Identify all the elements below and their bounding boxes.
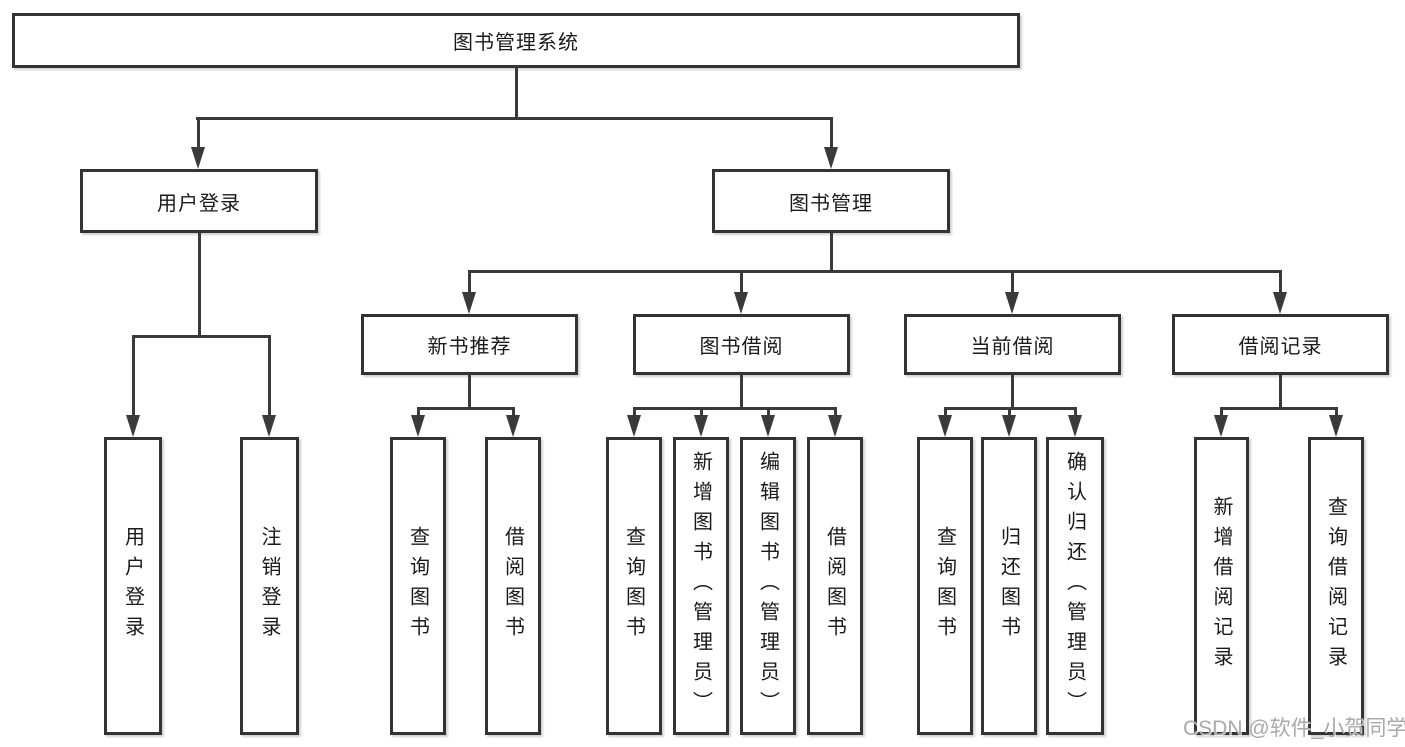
arrow-down-icon bbox=[734, 292, 748, 314]
connector-groupB-hline bbox=[633, 407, 837, 410]
connector-userlogin-stem-1 bbox=[132, 335, 135, 417]
connector-groupD-hline bbox=[1220, 407, 1338, 410]
arrow-down-icon bbox=[462, 292, 476, 314]
connector-root-stem-left bbox=[197, 117, 200, 149]
leaf-logout: 注销登录 bbox=[240, 437, 299, 735]
connector-groupC-stem-1 bbox=[944, 407, 947, 417]
connector-bookmgmt-stem-1 bbox=[468, 270, 471, 294]
node-user-login: 用户登录 bbox=[80, 169, 318, 233]
node-book-borrow: 图书借阅 bbox=[633, 314, 850, 375]
arrow-down-icon bbox=[938, 415, 952, 437]
connector-groupB-stem-3 bbox=[767, 407, 770, 417]
connector-groupC-stem-2 bbox=[1008, 407, 1011, 417]
connector-groupA-stem-1 bbox=[417, 407, 420, 417]
connector-groupB-vline bbox=[740, 375, 743, 409]
connector-userlogin-stem-2 bbox=[268, 335, 271, 417]
arrow-down-icon bbox=[1068, 415, 1082, 437]
connector-groupA-hline bbox=[417, 407, 515, 410]
connector-bookmgmt-stem-2 bbox=[740, 270, 743, 294]
leaf-return-books: 归还图书 bbox=[981, 437, 1037, 735]
arrow-down-icon bbox=[1214, 415, 1228, 437]
node-library-management-system: 图书管理系统 bbox=[12, 13, 1020, 68]
connector-bookmgmt-hline bbox=[468, 270, 1282, 273]
connector-bookmgmt-stem-4 bbox=[1279, 270, 1282, 294]
connector-groupB-stem-4 bbox=[834, 407, 837, 417]
leaf-add-books-admin: 新增图书（管理员） bbox=[673, 437, 729, 735]
connector-groupD-stem-1 bbox=[1220, 407, 1223, 417]
connector-groupB-stem-1 bbox=[633, 407, 636, 417]
connector-root-vline bbox=[515, 68, 518, 119]
connector-groupD-vline bbox=[1279, 375, 1282, 409]
leaf-add-borrow-record: 新增借阅记录 bbox=[1194, 437, 1249, 735]
arrow-down-icon bbox=[1273, 292, 1287, 314]
connector-groupA-vline bbox=[468, 375, 471, 409]
connector-groupD-stem-2 bbox=[1335, 407, 1338, 417]
leaf-query-books-recommend: 查询图书 bbox=[390, 437, 446, 735]
connector-root-stem-right bbox=[830, 117, 833, 149]
arrow-down-icon bbox=[262, 415, 276, 437]
leaf-edit-books-admin: 编辑图书（管理员） bbox=[740, 437, 796, 735]
arrow-down-icon bbox=[191, 147, 205, 169]
arrow-down-icon bbox=[1002, 415, 1016, 437]
leaf-query-books-current: 查询图书 bbox=[917, 437, 973, 735]
arrow-down-icon bbox=[1329, 415, 1343, 437]
node-book-management: 图书管理 bbox=[712, 169, 950, 233]
arrow-down-icon bbox=[824, 147, 838, 169]
connector-groupA-stem-2 bbox=[512, 407, 515, 417]
leaf-borrow-books: 借阅图书 bbox=[807, 437, 863, 735]
leaf-confirm-return-admin: 确认归还（管理员） bbox=[1046, 437, 1104, 735]
arrow-down-icon bbox=[411, 415, 425, 437]
connector-groupB-stem-2 bbox=[700, 407, 703, 417]
node-current-borrow: 当前借阅 bbox=[904, 314, 1121, 375]
connector-bookmgmt-vline bbox=[830, 233, 833, 272]
node-new-book-recommend: 新书推荐 bbox=[361, 314, 578, 375]
connector-userlogin-vline bbox=[198, 233, 201, 337]
arrow-down-icon bbox=[627, 415, 641, 437]
connector-groupC-stem-3 bbox=[1074, 407, 1077, 417]
connector-bookmgmt-stem-3 bbox=[1011, 270, 1014, 294]
connector-groupC-vline bbox=[1011, 375, 1014, 409]
arrow-down-icon bbox=[1005, 292, 1019, 314]
connector-userlogin-hline bbox=[132, 335, 271, 338]
arrow-down-icon bbox=[694, 415, 708, 437]
arrow-down-icon bbox=[506, 415, 520, 437]
csdn-watermark: CSDN @软件_小贺同学 bbox=[1183, 717, 1405, 740]
node-borrow-records: 借阅记录 bbox=[1172, 314, 1389, 375]
connector-root-hline bbox=[196, 117, 833, 120]
leaf-user-login: 用户登录 bbox=[104, 437, 162, 735]
leaf-query-books-borrow: 查询图书 bbox=[606, 437, 662, 735]
arrow-down-icon bbox=[126, 415, 140, 437]
leaf-borrow-books-recommend: 借阅图书 bbox=[485, 437, 541, 735]
arrow-down-icon bbox=[761, 415, 775, 437]
leaf-query-borrow-record: 查询借阅记录 bbox=[1308, 437, 1364, 735]
arrow-down-icon bbox=[828, 415, 842, 437]
